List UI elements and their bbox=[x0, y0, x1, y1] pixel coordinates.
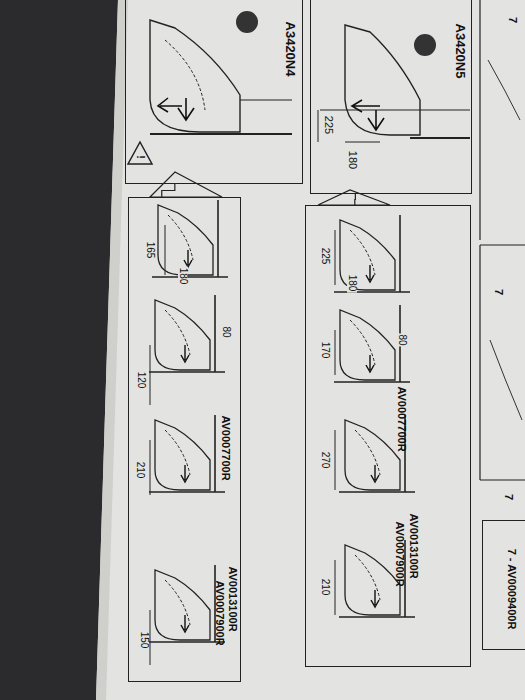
frame-box: A3420N4 bbox=[125, 0, 303, 184]
frame-box: 7 - AV0009400R bbox=[482, 520, 525, 650]
dimension-label: 120 bbox=[136, 371, 146, 390]
dimension-label: 180 bbox=[347, 150, 358, 170]
model-code: AV0007700R bbox=[396, 386, 407, 451]
dimension-label: 180 bbox=[178, 267, 188, 286]
model-code: AV0007900R bbox=[394, 521, 405, 586]
frame-box: AV0007700R AV0013100RAV0007900R bbox=[305, 205, 471, 667]
callout-connector bbox=[354, 194, 356, 205]
dimension-label: 210 bbox=[135, 461, 145, 480]
frame-box: A3420N5 bbox=[310, 0, 472, 194]
dimension-label: 225 bbox=[323, 115, 334, 135]
toilet-drawing bbox=[318, 25, 470, 142]
dimension-label: ! bbox=[135, 154, 146, 160]
dimension-label: 170 bbox=[320, 341, 330, 360]
callout-connector bbox=[162, 184, 175, 197]
toilet-drawing bbox=[334, 215, 415, 617]
dimension-label: 270 bbox=[320, 451, 330, 470]
dimension-label: 80 bbox=[397, 333, 407, 346]
dimension-label: 225 bbox=[320, 247, 330, 266]
model-code: AV0007900R bbox=[214, 580, 225, 645]
dimension-label: 7 bbox=[503, 493, 514, 501]
dimension-label: 210 bbox=[320, 578, 330, 597]
toilet-drawing bbox=[149, 200, 228, 665]
model-code: AV0007700R bbox=[220, 415, 231, 480]
model-code: 7 - AV0009400R bbox=[506, 549, 517, 630]
dimension-label: 7 bbox=[493, 288, 504, 296]
dimension-label: 180 bbox=[347, 274, 357, 293]
dimension-label: 165 bbox=[145, 241, 155, 260]
model-code: AV0013100R bbox=[227, 566, 238, 631]
dimension-label: 150 bbox=[139, 631, 149, 650]
toilet-drawing bbox=[128, 11, 292, 164]
dimension-label: 80 bbox=[221, 325, 231, 338]
model-code: A3420N5 bbox=[454, 24, 467, 79]
dimension-label: 7 bbox=[507, 16, 518, 24]
model-code: A3420N4 bbox=[284, 22, 297, 77]
model-code: AV0013100R bbox=[408, 513, 419, 578]
